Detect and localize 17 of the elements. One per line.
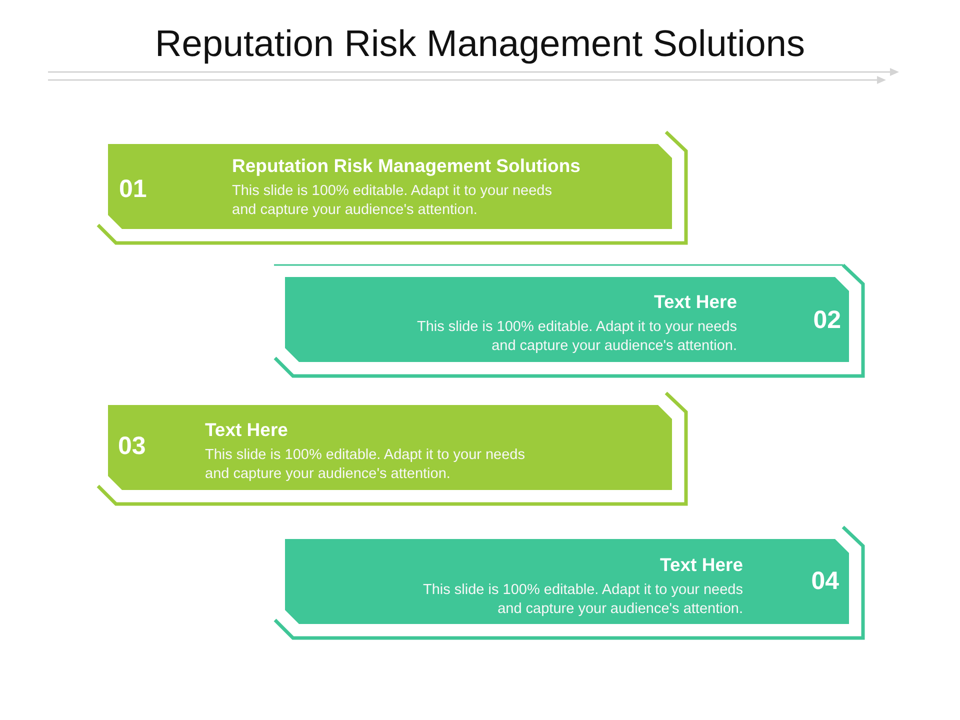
ribbon-banner (108, 405, 672, 490)
step-number: 03 (118, 431, 146, 461)
step-number: 01 (119, 174, 147, 204)
banner-heading: Text Here (660, 554, 743, 576)
ribbon-banner (108, 144, 672, 229)
ribbon-banner (285, 277, 849, 362)
step-number: 04 (811, 566, 839, 596)
banner-description: This slide is 100% editable. Adapt it to your needs and capture your audience's attention. (422, 581, 743, 619)
banner-description: This slide is 100% editable. Adapt it to your needs and capture your audience's attention. (205, 446, 526, 484)
ribbon-banner (285, 539, 849, 624)
banner-heading: Reputation Risk Management Solutions (232, 155, 580, 177)
banner-heading: Text Here (654, 291, 737, 313)
banner-description: This slide is 100% editable. Adapt it to your needs and capture your audience's attention. (416, 318, 737, 356)
step-number: 02 (813, 305, 841, 335)
banner-heading: Text Here (205, 419, 288, 441)
slide-title: Reputation Risk Management Solutions (155, 22, 805, 66)
banner-description: This slide is 100% editable. Adapt it to your needs and capture your audience's attention. (232, 182, 553, 220)
